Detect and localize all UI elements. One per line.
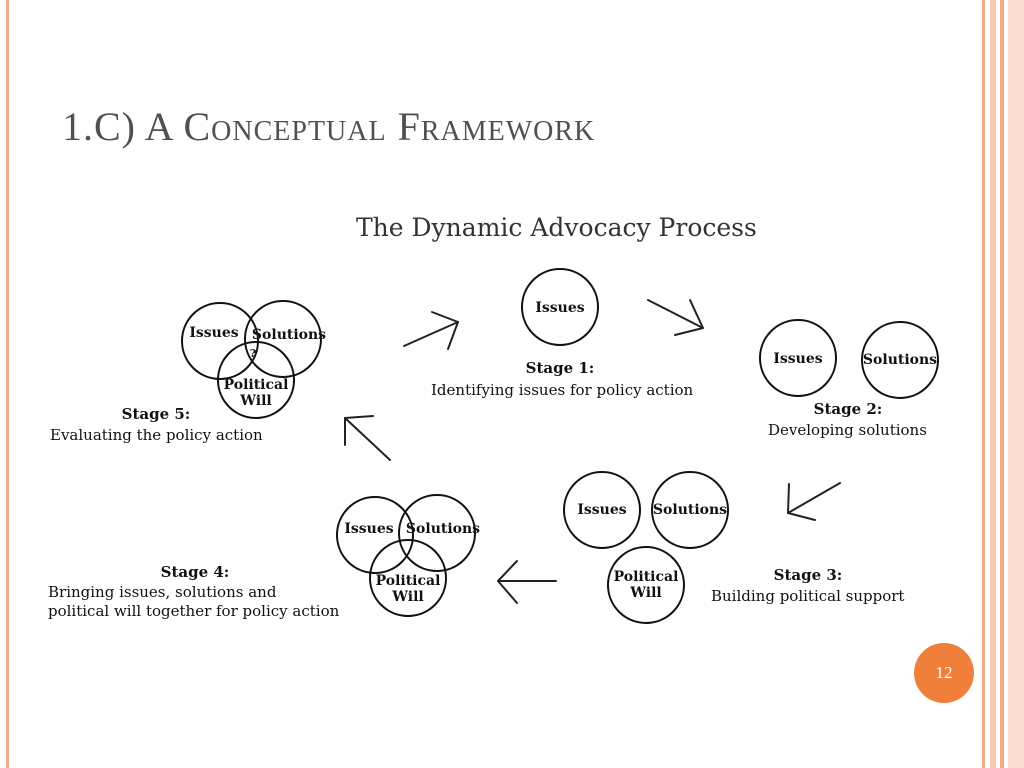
stage4-issues-label: Issues <box>344 521 393 537</box>
arrow-stage1-to-2 <box>647 299 704 336</box>
stage5-solutions-circle <box>244 300 322 378</box>
stage2-name: Stage 2: <box>814 400 883 418</box>
arrow-stage2-to-3 <box>787 482 841 521</box>
page-number-badge: 12 <box>914 643 974 703</box>
stage3-name: Stage 3: <box>774 566 843 584</box>
frame-line-left <box>6 0 9 768</box>
stage5-will-label: Will <box>239 393 271 409</box>
stage4-will-label: Will <box>391 589 423 605</box>
stage1-issues-label: Issues <box>535 300 584 316</box>
stage4-name: Stage 4: <box>161 563 230 581</box>
stage3-solutions-label: Solutions <box>653 502 727 518</box>
arrow-stage3-to-4 <box>497 560 557 604</box>
stage2-issues-circle <box>759 319 837 397</box>
stage3-will-label: Will <box>629 585 661 601</box>
page-number: 12 <box>935 663 953 682</box>
stage2-solutions-circle <box>861 321 939 399</box>
stage5-issues-label: Issues <box>189 325 238 341</box>
stage5-political-label: Political <box>224 377 289 393</box>
stage1-desc: Identifying issues for policy action <box>431 381 694 399</box>
diagram-title: The Dynamic Advocacy Process <box>356 213 757 242</box>
stage4-solutions-circle <box>398 494 476 572</box>
stage3-political-label: Political <box>614 569 679 585</box>
stage4-issues-circle <box>336 496 414 574</box>
stage4-desc-line2: political will together for policy actio… <box>48 602 340 620</box>
stage5-name: Stage 5: <box>122 405 191 423</box>
frame-line-right-3 <box>1000 0 1004 768</box>
stage3-issues-circle <box>563 471 641 549</box>
frame-line-right-2 <box>990 0 996 768</box>
stage5-political-will-circle <box>217 341 295 419</box>
stage5-desc: Evaluating the policy action <box>50 426 263 444</box>
stage3-solutions-circle <box>651 471 729 549</box>
stage4-political-label: Political <box>376 573 441 589</box>
stage1-issues-circle <box>521 268 599 346</box>
stage5-question-label: ? <box>250 347 256 360</box>
arrow-stage5-to-1 <box>403 311 459 350</box>
stage2-solutions-label: Solutions <box>863 352 937 368</box>
stage3-desc: Building political support <box>711 587 904 605</box>
frame-line-right-4 <box>1008 0 1024 768</box>
frame-line-right-1 <box>982 0 985 768</box>
stage1-name: Stage 1: <box>526 359 595 377</box>
arrow-stage4-to-5 <box>344 415 391 461</box>
stage4-political-will-circle <box>369 539 447 617</box>
stage2-issues-label: Issues <box>773 351 822 367</box>
stage5-solutions-label: Solutions <box>252 327 326 343</box>
slide-title: 1.C) A Conceptual Framework <box>62 104 596 149</box>
stage4-desc-line1: Bringing issues, solutions and <box>48 583 277 601</box>
stage2-desc: Developing solutions <box>768 421 927 439</box>
stage4-solutions-label: Solutions <box>406 521 480 537</box>
stage3-issues-label: Issues <box>577 502 626 518</box>
stage3-political-will-circle <box>607 546 685 624</box>
stage5-issues-circle <box>181 302 259 380</box>
